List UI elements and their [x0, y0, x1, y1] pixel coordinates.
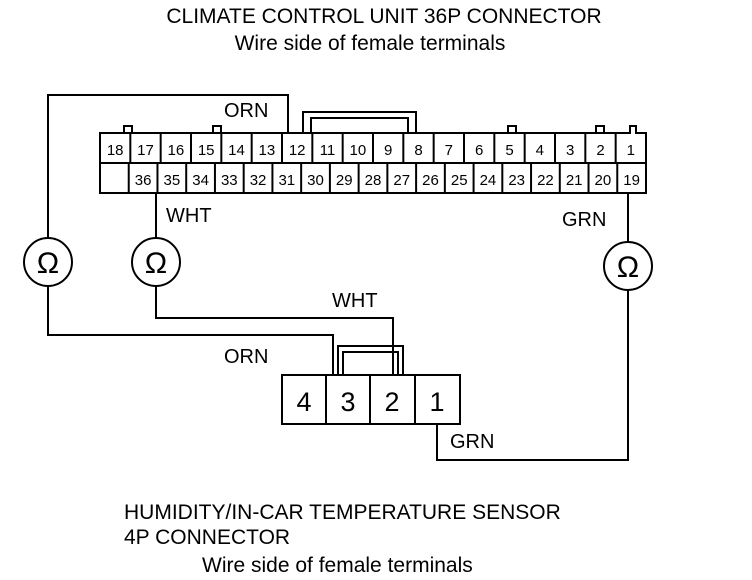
ohmmeter-left: Ω	[23, 237, 73, 287]
wire-label-grn-bottom: GRN	[450, 431, 494, 453]
terminal-27: 27	[393, 172, 410, 189]
terminal-21: 21	[566, 172, 583, 189]
terminal-20: 20	[595, 172, 612, 189]
terminal-36: 36	[135, 172, 152, 189]
sensor-pin-3: 3	[340, 387, 355, 417]
wire-grn	[436, 193, 629, 461]
terminal-5: 5	[505, 142, 513, 159]
sensor-connector-title: HUMIDITY/IN-CAR TEMPERATURE SENSOR	[124, 501, 561, 524]
terminal-11: 11	[320, 142, 336, 159]
top-connector-title: CLIMATE CONTROL UNIT 36P CONNECTOR	[166, 5, 601, 28]
terminal-15: 15	[198, 142, 215, 159]
terminal-10: 10	[349, 142, 366, 159]
terminal-1: 1	[627, 142, 635, 159]
sensor-connector-subtitle: Wire side of female terminals	[202, 554, 473, 577]
sensor-pin-1: 1	[429, 387, 444, 417]
terminal-16: 16	[167, 142, 184, 159]
terminal-3: 3	[566, 142, 574, 159]
terminal-32: 32	[250, 172, 267, 189]
terminal-35: 35	[163, 172, 180, 189]
terminal-9: 9	[384, 142, 392, 159]
terminal-12: 12	[289, 142, 306, 159]
terminal-26: 26	[422, 172, 439, 189]
terminal-22: 22	[537, 172, 554, 189]
ohmmeter-right: Ω	[603, 241, 653, 291]
terminal-13: 13	[258, 142, 275, 159]
terminal-18: 18	[107, 142, 124, 159]
sensor-pin-4: 4	[296, 387, 311, 417]
terminal-2: 2	[596, 142, 604, 159]
wire-label-grn-top: GRN	[562, 209, 606, 231]
sensor-connector-title-line2: 4P CONNECTOR	[124, 526, 290, 549]
terminal-30: 30	[307, 172, 324, 189]
ohm-icon: Ω	[37, 247, 59, 280]
wire-label-wht-top: WHT	[166, 205, 212, 227]
terminal-6: 6	[475, 142, 483, 159]
terminal-8: 8	[414, 142, 422, 159]
terminal-23: 23	[508, 172, 525, 189]
ohm-icon: Ω	[617, 251, 639, 284]
terminal-19: 19	[623, 172, 640, 189]
ohmmeter-middle: Ω	[131, 237, 181, 287]
terminal-33: 33	[221, 172, 238, 189]
ohm-icon: Ω	[145, 247, 167, 280]
terminal-14: 14	[228, 142, 245, 159]
terminal-7: 7	[445, 142, 453, 159]
terminal-25: 25	[451, 172, 468, 189]
sensor-4p-connector: 4 3 2 1	[281, 345, 461, 425]
terminal-34: 34	[192, 172, 209, 189]
terminal-28: 28	[365, 172, 382, 189]
sensor-pin-2: 2	[384, 387, 399, 417]
wire-label-orn-bottom: ORN	[224, 346, 268, 368]
wire-label-orn-top: ORN	[224, 100, 268, 122]
wire-label-wht-bottom: WHT	[332, 290, 378, 312]
bottom-row-cells: 36 35 34 33 32 31 30 29 28 27 26 25 24 23 22 21 20 19	[127, 163, 640, 193]
terminal-24: 24	[480, 172, 497, 189]
top-connector-subtitle: Wire side of female terminals	[235, 32, 506, 55]
top-row-cells: 18 17 16 15 14 13 12 11 10 9 8 7 6 5 4 3 2 1	[107, 133, 635, 163]
terminal-31: 31	[278, 172, 295, 189]
terminal-4: 4	[536, 142, 544, 159]
wire-orn	[47, 94, 334, 375]
terminal-29: 29	[336, 172, 353, 189]
terminal-17: 17	[137, 142, 154, 159]
